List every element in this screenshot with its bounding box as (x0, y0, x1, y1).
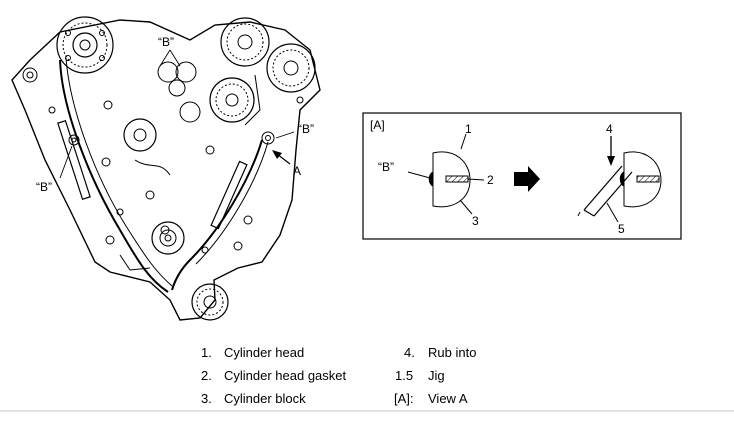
inset-callout-2: 2 (487, 173, 494, 187)
legend-item-6-num: [A]: (394, 391, 414, 406)
legend-item-3-text: Cylinder block (224, 391, 306, 406)
left-cam-sprocket (56, 16, 114, 74)
label-b-right: “B” (298, 122, 314, 136)
legend-item-5-text: Jig (428, 368, 445, 383)
engine-drawing (11, 16, 321, 321)
label-b-top: “B” (158, 35, 174, 49)
engine-leaders (59, 49, 295, 179)
bolts (22, 67, 304, 254)
legend-item-2-num: 2. (201, 368, 212, 383)
inset-title: [A] (370, 118, 385, 132)
legend-item-3-num: 3. (201, 391, 212, 406)
process-arrow (514, 166, 540, 192)
idler-sprockets (123, 61, 255, 152)
inset-callout-4: 4 (606, 122, 613, 136)
inset-frame (362, 112, 682, 240)
right-cam-sprockets (220, 17, 316, 93)
label-b-left: “B” (36, 180, 52, 194)
inset-callout-3: 3 (472, 214, 479, 228)
label-a: A (293, 164, 302, 178)
legend-item-2-text: Cylinder head gasket (224, 368, 347, 383)
inset-callout-1: 1 (465, 122, 472, 136)
legend-item-1-num: 1. (201, 345, 212, 360)
legend-item-6-text: View A (428, 391, 468, 406)
inset-cross-section-before (407, 133, 485, 215)
inset-cross-section-after (577, 136, 662, 223)
legend-item-4-text: Rub into (428, 345, 477, 360)
legend-item-1-text: Cylinder head (224, 345, 305, 360)
inset-label-b: “B” (378, 160, 394, 174)
crank-sprocket (151, 221, 229, 321)
arrow-a (272, 150, 291, 165)
inset-callout-5: 5 (618, 222, 625, 236)
legend-item-5-num: 1.5 (395, 368, 414, 383)
legend-item-4-num: 4. (404, 345, 415, 360)
